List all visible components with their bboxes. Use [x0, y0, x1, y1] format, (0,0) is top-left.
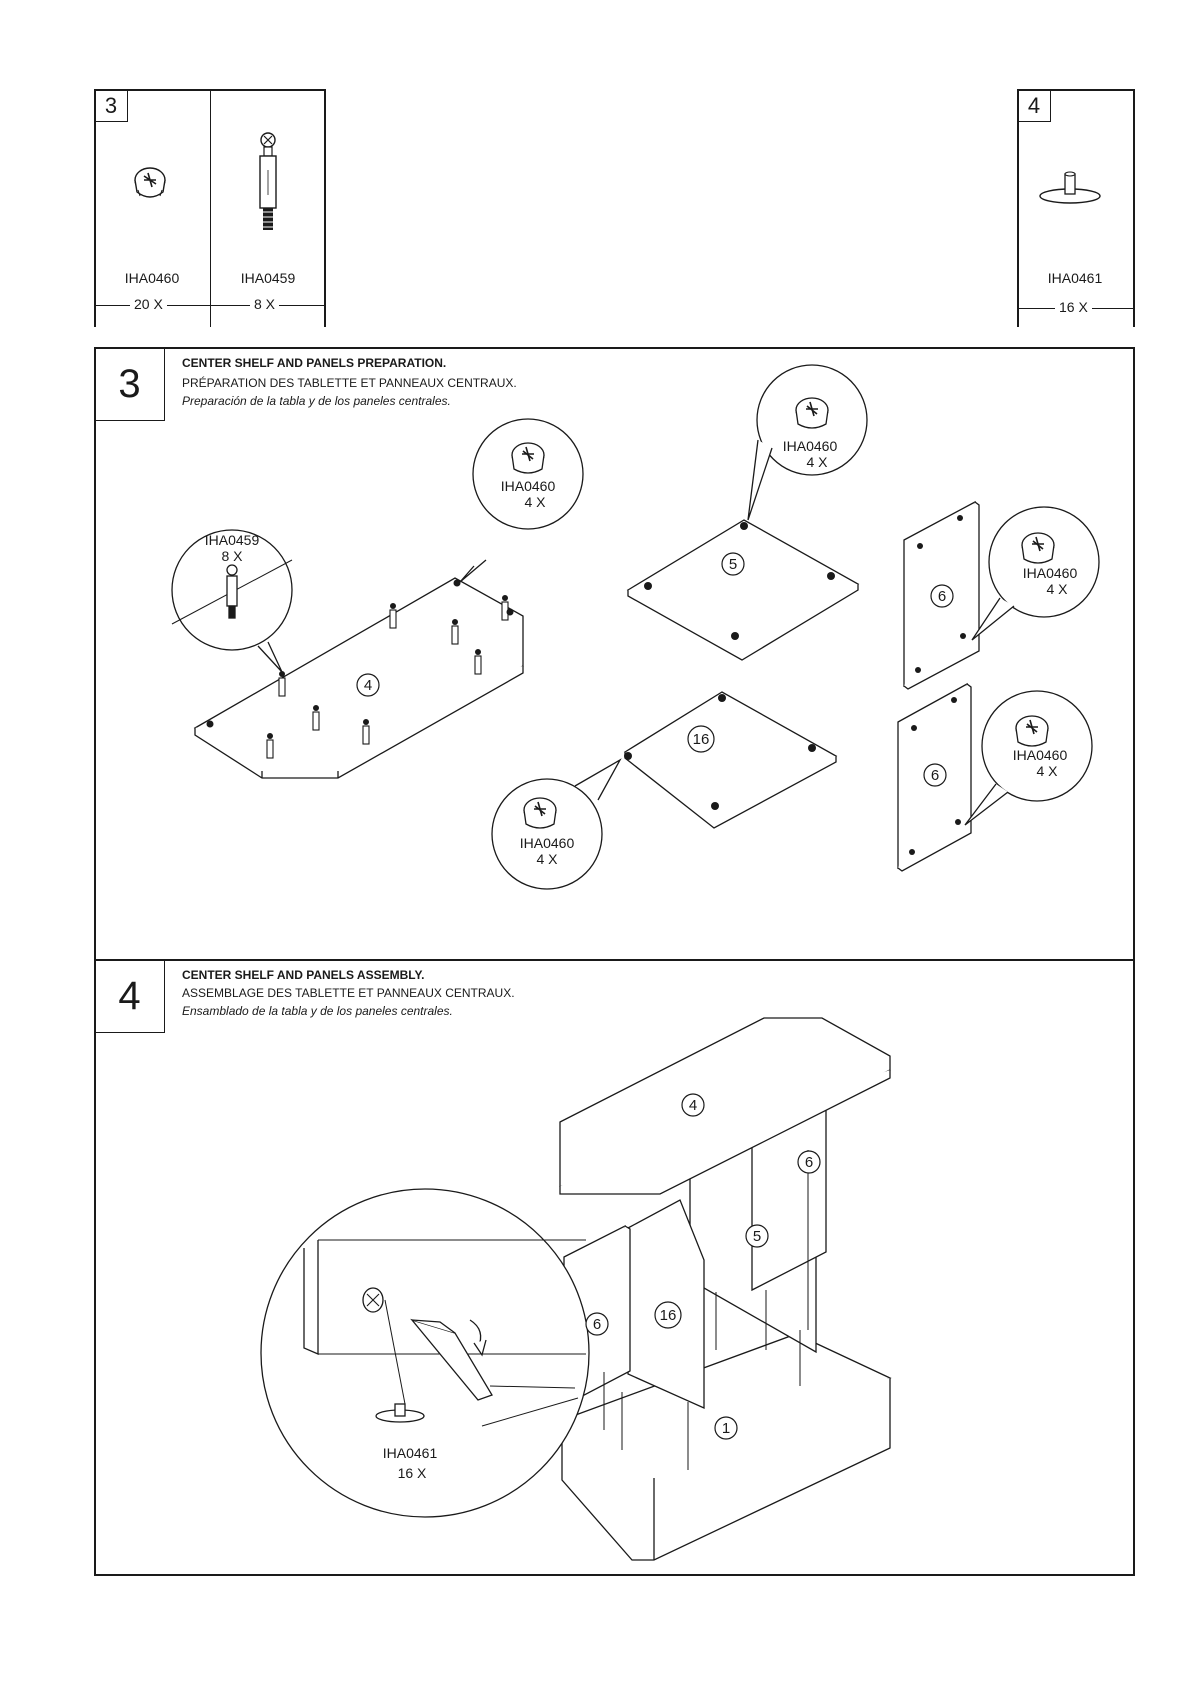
parts-bag-number: 4	[1018, 90, 1051, 122]
part-qty-iha0459: 8 X	[250, 296, 280, 312]
panel-label: 6	[938, 588, 946, 605]
callout-code: IHA0460	[783, 438, 838, 454]
panel-label: 1	[722, 1420, 730, 1437]
callout-iha0461	[260, 1188, 590, 1518]
part-code-iha0460: IHA0460	[124, 270, 180, 286]
panel-label: 16	[660, 1307, 677, 1324]
panel-5-shelf	[626, 519, 860, 661]
step-title-en: CENTER SHELF AND PANELS ASSEMBLY.	[182, 968, 425, 982]
callout-iha0460-c	[491, 758, 622, 890]
cam-lock-icon	[134, 167, 166, 198]
step-number: 3	[95, 348, 165, 421]
callout-qty: 4 X	[1036, 763, 1058, 779]
panel-label: 6	[931, 767, 939, 784]
callout-code: IHA0461	[383, 1445, 438, 1461]
step-4-panel	[94, 959, 1135, 1576]
step-title-es: Ensamblado de la tabla y de los paneles …	[182, 1004, 453, 1018]
panel-1-bottom	[560, 1333, 892, 1561]
step-title-fr: PRÉPARATION DES TABLETTE ET PANNEAUX CEN…	[182, 376, 517, 390]
callout-iha0460-d	[971, 506, 1100, 641]
callout-qty: 4 X	[806, 454, 828, 470]
step-title-fr: ASSEMBLAGE DES TABLETTE ET PANNEAUX CENT…	[182, 986, 515, 1000]
shelf-pin-icon	[1039, 171, 1101, 204]
parts-box-left-border	[1017, 89, 1019, 327]
callout-code: IHA0459	[205, 532, 260, 548]
step-number: 4	[95, 960, 165, 1033]
panel-label: 6	[593, 1316, 601, 1333]
callout-iha0460-e	[964, 690, 1093, 826]
step-title-en: CENTER SHELF AND PANELS PREPARATION.	[182, 356, 447, 370]
callout-iha0459	[171, 529, 293, 673]
callout-qty: 8 X	[221, 548, 243, 564]
callout-qty: 4 X	[1046, 581, 1068, 597]
part-qty-iha0461: 16 X	[1055, 299, 1092, 315]
parts-box-right-border	[324, 89, 326, 327]
part-qty-iha0460: 20 X	[130, 296, 167, 312]
panel-4-shelf	[193, 577, 524, 779]
parts-bag-number: 3	[95, 90, 128, 122]
parts-qty-rule	[96, 305, 324, 306]
callout-iha0460-a	[459, 418, 584, 583]
panel-label: 6	[805, 1154, 813, 1171]
part-code-iha0459: IHA0459	[240, 270, 296, 286]
panel-label: 5	[753, 1228, 761, 1245]
callout-code: IHA0460	[520, 835, 575, 851]
step-title-es: Preparación de la tabla y de los paneles…	[182, 394, 451, 408]
panel-label: 4	[364, 677, 372, 694]
panel-label: 5	[729, 556, 737, 573]
panel-label: 4	[689, 1097, 697, 1114]
panel-16-shelf	[623, 691, 838, 829]
dowel-lines	[603, 1150, 809, 1470]
callout-code: IHA0460	[1023, 565, 1078, 581]
callout-qty: 4 X	[524, 494, 546, 510]
parts-box-right-border	[1133, 89, 1135, 327]
callout-iha0460-b	[747, 364, 868, 521]
callout-code: IHA0460	[1013, 747, 1068, 763]
parts-box-divider	[210, 89, 211, 327]
parts-box-top-border	[1017, 89, 1135, 91]
panel-4-top	[559, 1017, 891, 1195]
callout-qty: 16 X	[398, 1465, 427, 1481]
panel-label: 16	[693, 731, 710, 748]
callout-code: IHA0460	[501, 478, 556, 494]
parts-box-left-border	[94, 89, 96, 327]
cam-bolt-icon	[259, 132, 277, 230]
part-code-iha0461: IHA0461	[1047, 270, 1103, 286]
callout-qty: 4 X	[536, 851, 558, 867]
